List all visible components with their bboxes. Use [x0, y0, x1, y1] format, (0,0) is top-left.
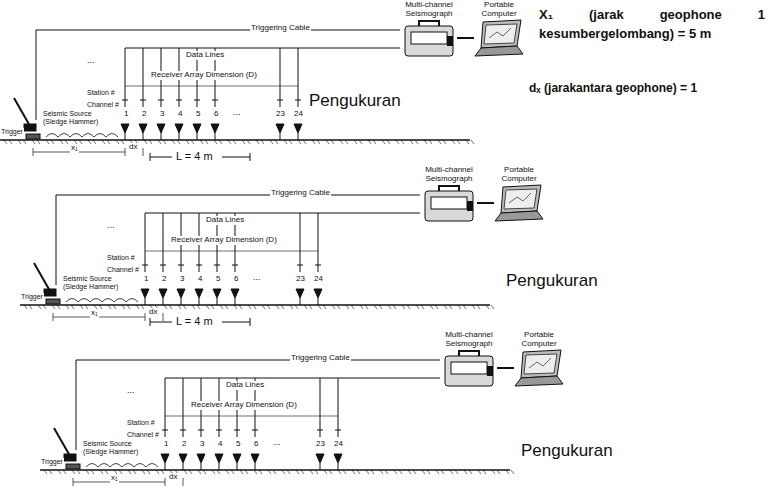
device-label: Portable Computer	[488, 165, 550, 183]
diagram-label: Receiver Array Dimension (D)	[150, 71, 258, 80]
laptop-icon	[471, 18, 527, 58]
portable-computer: Portable Computer	[488, 165, 550, 223]
diagram-label: 24	[293, 110, 304, 119]
diagram-label: Channel #	[126, 431, 160, 439]
diagram-label: Triggering Cable	[290, 354, 351, 363]
diagram-label: Seismic Source (Sledge Hammer)	[42, 110, 106, 125]
diagram-label: Data Lines	[185, 51, 225, 60]
diagram-label: ...	[106, 221, 116, 231]
device-label: Portable Computer	[508, 330, 570, 348]
device-label: Multi-channel Seismograph	[398, 0, 460, 18]
diagram-label: Receiver Array Dimension (D)	[170, 236, 278, 245]
diagram-label: 1	[123, 110, 129, 119]
diagram-label: dx	[128, 143, 138, 152]
laptop-icon	[511, 348, 567, 388]
diagram-label: 24	[333, 440, 344, 449]
device-label: Portable Computer	[468, 0, 530, 18]
annotation-text: X₁ (jarak geophone 1 kesumbergelombang) …	[538, 6, 766, 44]
diagram-label: ...	[86, 56, 96, 66]
diagram-label: 23	[275, 110, 286, 119]
seismograph: Multi-channel Seismograph	[418, 165, 480, 223]
annotation-text: L = 4 m	[175, 150, 214, 162]
data-cable	[457, 37, 474, 39]
annotation-text: Pengukuran	[308, 92, 402, 111]
diagram-label: Triggering Cable	[270, 189, 331, 198]
diagram-label: 23	[315, 440, 326, 449]
seismograph: Multi-channel Seismograph	[398, 0, 460, 58]
seismograph: Multi-channel Seismograph	[438, 330, 500, 388]
diagram-label: Triggering Cable	[250, 24, 311, 33]
diagram-label: 3	[179, 275, 185, 284]
diagram-label: Seismic Source (Sledge Hammer)	[62, 275, 126, 290]
diagram-label: Data Lines	[205, 216, 245, 225]
annotation-text: Pengukuran	[505, 272, 599, 291]
diagram-label: Channel #	[86, 101, 120, 109]
diagram-label: 1	[143, 275, 149, 284]
diagram-label: 2	[161, 275, 167, 284]
annotation-text: dₓ (jarakantara geophone) = 1	[528, 80, 768, 97]
device-label: Multi-channel Seismograph	[438, 330, 500, 348]
diagram-label: Trigger	[20, 293, 44, 301]
annotation-text: L = 4 m	[175, 315, 214, 327]
diagram-label: dx	[168, 473, 178, 482]
diagram-label: x₁	[70, 144, 79, 153]
diagram-label: ...	[126, 386, 136, 396]
diagram-label: 23	[295, 275, 306, 284]
diagram-label: 2	[181, 440, 187, 449]
diagram-label: Receiver Array Dimension (D)	[190, 401, 298, 410]
diagram-label: 3	[199, 440, 205, 449]
laptop-icon	[491, 183, 547, 223]
annotation-text: Pengukuran	[520, 442, 614, 461]
diagram-label: Trigger	[40, 458, 64, 466]
seismograph-case	[441, 348, 497, 388]
diagram-label: dx	[148, 308, 158, 317]
diagram-label: 6	[213, 110, 219, 119]
data-cable	[497, 367, 514, 369]
seismograph-case	[401, 18, 457, 58]
portable-computer: Portable Computer	[508, 330, 570, 388]
diagram-label: 4	[197, 275, 203, 284]
diagram-label: 6	[253, 440, 259, 449]
diagram-label: Trigger	[0, 128, 24, 136]
diagram-label: ...	[252, 273, 262, 283]
diagram-label: x₁	[110, 474, 119, 483]
diagram-label: x₁	[90, 309, 99, 318]
device-label: Multi-channel Seismograph	[418, 165, 480, 183]
diagram-label: 5	[215, 275, 221, 284]
diagram-label: Station #	[86, 89, 116, 97]
diagram-label: 24	[313, 275, 324, 284]
data-cable	[477, 202, 494, 204]
diagram-label: Data Lines	[225, 381, 265, 390]
diagram-label: 5	[235, 440, 241, 449]
diagram-label: 3	[159, 110, 165, 119]
diagram-label: 6	[233, 275, 239, 284]
portable-computer: Portable Computer	[468, 0, 530, 58]
diagram-label: 5	[195, 110, 201, 119]
diagram-label: 4	[217, 440, 223, 449]
diagram-label: Station #	[126, 419, 156, 427]
diagram-label: Station #	[106, 254, 136, 262]
diagram-label: Channel #	[106, 266, 140, 274]
diagram-label: Seismic Source (Sledge Hammer)	[82, 440, 146, 455]
diagram-label: 2	[141, 110, 147, 119]
seismograph-case	[421, 183, 477, 223]
diagram-label: 1	[163, 440, 169, 449]
diagram-label: ...	[272, 438, 282, 448]
diagram-label: 4	[177, 110, 183, 119]
diagram-label: ...	[232, 108, 242, 118]
